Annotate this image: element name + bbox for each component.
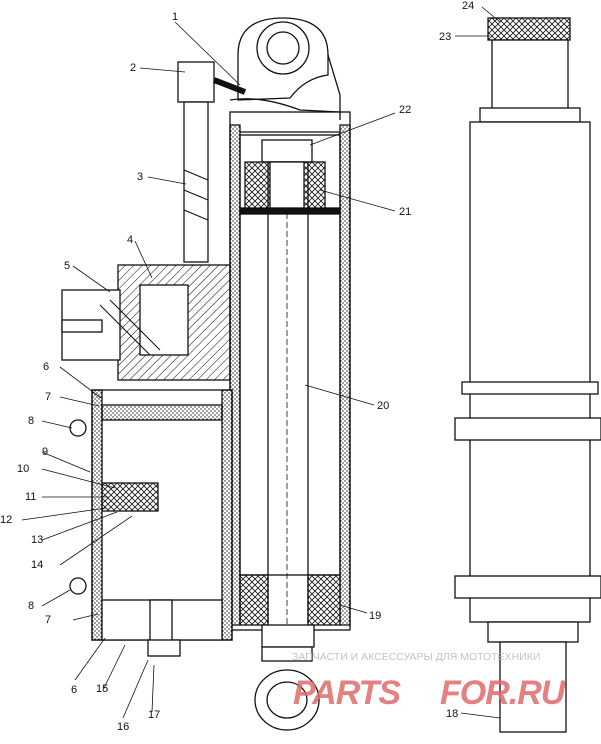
- label-16: 16: [117, 721, 129, 733]
- piston-assembly: [239, 139, 341, 215]
- label-19: 19: [369, 610, 381, 622]
- bottom-eye: [254, 646, 320, 731]
- label-2: 2: [130, 62, 136, 74]
- working-cylinder: [239, 134, 341, 576]
- label-5: 5: [64, 260, 70, 272]
- label-10: 10: [17, 463, 29, 475]
- label-20: 20: [377, 400, 389, 412]
- side-reservoir-band-bottom: [454, 575, 601, 599]
- rod-guide: [239, 574, 341, 648]
- label-6a: 6: [43, 361, 49, 373]
- label-4: 4: [127, 234, 133, 246]
- clamp-screw-top: [69, 419, 87, 437]
- label-7b: 7: [45, 614, 51, 626]
- valve-block: [61, 264, 231, 381]
- label-12: 12: [0, 514, 12, 526]
- label-11: 11: [25, 491, 36, 503]
- reservoir: [91, 389, 233, 657]
- label-9: 9: [42, 446, 48, 458]
- label-24: 24: [462, 0, 474, 12]
- label-22: 22: [399, 104, 411, 116]
- top-eye: [229, 17, 341, 120]
- label-21: 21: [399, 206, 411, 218]
- label-8a: 8: [28, 415, 34, 427]
- leader-lines: [21, 6, 501, 719]
- label-8b: 8: [28, 600, 34, 612]
- hose: [177, 61, 247, 263]
- side-view: [454, 17, 601, 733]
- watermark-brand-right: FOR.RU: [440, 674, 567, 712]
- label-3: 3: [137, 171, 143, 183]
- label-6b: 6: [71, 684, 77, 696]
- side-reservoir-band-top: [454, 417, 601, 441]
- label-14: 14: [31, 559, 43, 571]
- clamp-screw-bottom: [69, 577, 87, 595]
- label-18: 18: [446, 708, 458, 720]
- label-13: 13: [31, 534, 43, 546]
- callouts: 1 2 3 4 5 6 7 8 9 10 11 12 13 14 8 7 6 1…: [0, 0, 474, 733]
- section-view: [61, 17, 351, 731]
- main-cylinder-wall-right: [339, 124, 351, 626]
- label-7a: 7: [45, 391, 51, 403]
- label-17: 17: [148, 709, 160, 721]
- side-body: [469, 121, 591, 623]
- label-1: 1: [172, 11, 178, 23]
- watermark-tagline: ЗАПЧАСТИ И АКСЕССУАРЫ ДЛЯ МОТОТЕХНИКИ: [292, 651, 540, 663]
- watermark: ЗАПЧАСТИ И АКСЕССУАРЫ ДЛЯ МОТОТЕХНИКИ PA…: [292, 651, 568, 712]
- label-15: 15: [96, 683, 108, 695]
- watermark-brand-left: PARTS: [293, 674, 401, 712]
- label-23: 23: [439, 31, 451, 43]
- side-top-cap: [487, 17, 571, 41]
